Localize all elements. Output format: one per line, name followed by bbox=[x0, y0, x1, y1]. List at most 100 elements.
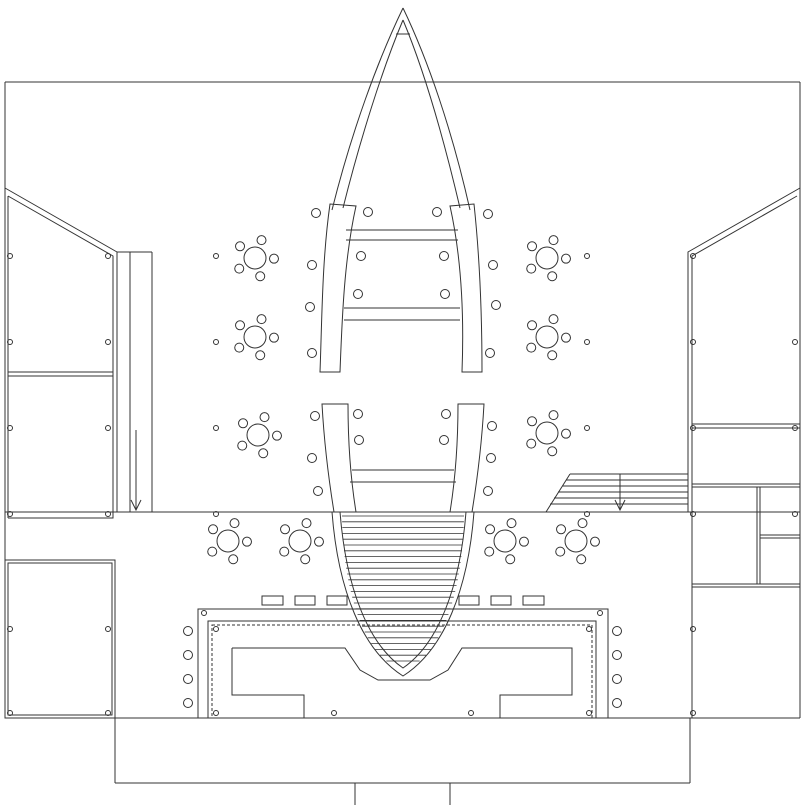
round-table bbox=[535, 246, 559, 270]
chair bbox=[527, 416, 538, 427]
bollard bbox=[612, 698, 622, 708]
round-table bbox=[243, 246, 267, 270]
round-table bbox=[535, 421, 559, 445]
fixing-dot bbox=[792, 339, 798, 345]
chair bbox=[439, 251, 449, 261]
fixing-dot bbox=[105, 425, 111, 431]
fixing-dot bbox=[7, 425, 13, 431]
chair bbox=[485, 348, 495, 358]
pointed-canopy bbox=[331, 7, 471, 211]
chair bbox=[234, 263, 245, 274]
table-group bbox=[526, 235, 571, 282]
chair bbox=[483, 486, 493, 496]
bollard bbox=[612, 674, 622, 684]
bollard bbox=[183, 674, 193, 684]
chair bbox=[560, 332, 571, 343]
fixing-dot bbox=[105, 710, 111, 716]
chair bbox=[548, 314, 559, 325]
chair bbox=[576, 554, 587, 565]
curved-wall-upper-right bbox=[449, 203, 483, 373]
chair bbox=[518, 536, 529, 547]
chair bbox=[487, 421, 497, 431]
fixing-dot bbox=[690, 710, 696, 716]
bollard bbox=[612, 650, 622, 660]
chair bbox=[229, 518, 240, 529]
table-group bbox=[207, 518, 252, 565]
chair bbox=[235, 320, 246, 331]
bollard bbox=[183, 626, 193, 636]
chair bbox=[255, 271, 266, 282]
chair bbox=[488, 260, 498, 270]
fixing-dot bbox=[690, 511, 696, 517]
chair bbox=[589, 536, 600, 547]
chair bbox=[491, 300, 501, 310]
chair bbox=[560, 428, 571, 439]
chair bbox=[526, 263, 537, 274]
chair bbox=[555, 546, 566, 557]
chair bbox=[234, 342, 245, 353]
table-group bbox=[526, 410, 571, 457]
chair bbox=[353, 289, 363, 299]
table-group bbox=[484, 518, 529, 565]
chair bbox=[483, 209, 493, 219]
bollards bbox=[183, 626, 622, 708]
chair bbox=[356, 251, 366, 261]
chair bbox=[207, 546, 218, 557]
chair bbox=[235, 241, 246, 252]
curved-wall-lower-left bbox=[321, 403, 357, 513]
chair bbox=[271, 430, 282, 441]
fixing-dot bbox=[7, 511, 13, 517]
fixing-dot bbox=[213, 710, 219, 716]
chair bbox=[208, 524, 219, 535]
chair bbox=[279, 546, 290, 557]
building-outline bbox=[4, 81, 801, 805]
chair bbox=[228, 554, 239, 565]
fixing-dot bbox=[468, 710, 474, 716]
chair bbox=[354, 435, 364, 445]
chair bbox=[313, 486, 323, 496]
chair bbox=[486, 453, 496, 463]
bollard bbox=[183, 650, 193, 660]
chair bbox=[311, 208, 321, 218]
chair bbox=[547, 350, 558, 361]
fixing-dot bbox=[792, 511, 798, 517]
chair bbox=[258, 448, 269, 459]
chair bbox=[548, 410, 559, 421]
curved-wall-lower-right bbox=[449, 403, 485, 513]
chair bbox=[307, 348, 317, 358]
chair bbox=[548, 235, 559, 246]
fixing-dot bbox=[597, 610, 603, 616]
chair bbox=[259, 412, 270, 423]
table-group bbox=[234, 314, 279, 361]
chair bbox=[300, 554, 311, 565]
chair bbox=[301, 518, 312, 529]
fixing-dot bbox=[7, 339, 13, 345]
round-table bbox=[216, 529, 240, 553]
fixing-dot bbox=[690, 253, 696, 259]
table-group bbox=[234, 235, 279, 282]
display-cases bbox=[261, 595, 545, 606]
bollard bbox=[183, 698, 193, 708]
chair bbox=[506, 518, 517, 529]
chair bbox=[526, 438, 537, 449]
chair bbox=[238, 418, 249, 429]
chair bbox=[307, 453, 317, 463]
chair bbox=[527, 320, 538, 331]
chair bbox=[237, 440, 248, 451]
chair bbox=[547, 271, 558, 282]
chair bbox=[268, 332, 279, 343]
fixing-dot bbox=[213, 425, 219, 431]
chair bbox=[484, 546, 495, 557]
table-group bbox=[237, 412, 282, 459]
reception-platform bbox=[197, 608, 609, 719]
chair bbox=[547, 446, 558, 457]
wall-bridges bbox=[344, 229, 460, 483]
table-group bbox=[555, 518, 600, 565]
chair bbox=[255, 350, 266, 361]
round-table bbox=[243, 325, 267, 349]
fixing-dot bbox=[105, 511, 111, 517]
fixing-dot bbox=[690, 425, 696, 431]
down-arrow-right bbox=[614, 474, 626, 512]
fixing-dot bbox=[201, 610, 207, 616]
